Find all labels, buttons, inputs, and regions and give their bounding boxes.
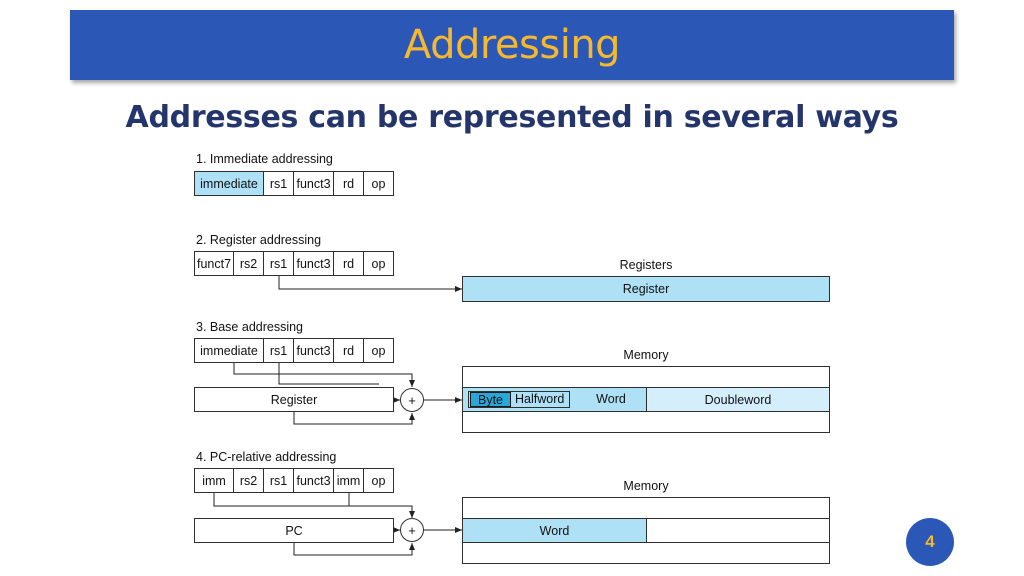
reg-field-op: op	[363, 251, 394, 276]
slide-title: Addressing	[403, 22, 621, 68]
pc-memory-empty-cell	[646, 518, 830, 543]
base-reg-loop	[293, 412, 415, 425]
pc-memory-word-cell: Word	[462, 518, 647, 543]
pc-relative-heading: 4. PC-relative addressing	[196, 450, 337, 464]
memory-word-label: Word	[596, 392, 626, 406]
reg-field-rs2: rs2	[233, 251, 264, 276]
pc-field-funct3: funct3	[293, 468, 334, 493]
page-number-badge: 4	[906, 518, 954, 566]
pc-loop	[293, 542, 415, 556]
memory-byte-cell: Byte	[470, 392, 511, 407]
base-register-box: Register	[194, 387, 394, 412]
pc-field-rs1: rs1	[263, 468, 294, 493]
imm-field-rs1: rs1	[263, 171, 294, 196]
base-adder: +	[400, 388, 424, 412]
registers-label: Registers	[619, 258, 673, 272]
pc-field-rs2: rs2	[233, 468, 264, 493]
memory-halfword-cell	[468, 391, 570, 408]
base-field-rs1: rs1	[263, 338, 294, 363]
pc-memory-label: Memory	[623, 479, 669, 493]
imm-field-rd: rd	[333, 171, 364, 196]
pc-imm1-wire	[213, 493, 415, 518]
immediate-heading: 1. Immediate addressing	[196, 152, 333, 166]
imm-field-immediate: immediate	[194, 171, 264, 196]
register-arrow	[278, 276, 462, 292]
memory-doubleword-cell: Doubleword	[646, 387, 830, 412]
base-field-funct3: funct3	[293, 338, 334, 363]
pc-field-imm-high: imm	[194, 468, 234, 493]
base-field-op: op	[363, 338, 394, 363]
imm-field-op: op	[363, 171, 394, 196]
pc-field-imm-low: imm	[333, 468, 364, 493]
base-imm-wire	[233, 363, 415, 387]
base-field-immediate: immediate	[194, 338, 264, 363]
memory-halfword-label: Halfword	[515, 392, 565, 406]
base-field-rd: rd	[333, 338, 364, 363]
base-heading: 3. Base addressing	[196, 320, 304, 334]
title-bar: Addressing	[70, 10, 954, 80]
slide-subtitle: Addresses can be represented in several …	[125, 100, 899, 135]
reg-field-rs1: rs1	[263, 251, 294, 276]
reg-field-funct3: funct3	[293, 251, 334, 276]
reg-field-funct7: funct7	[194, 251, 234, 276]
pc-field-op: op	[363, 468, 394, 493]
register-heading: 2. Register addressing	[196, 233, 322, 247]
imm-field-funct3: funct3	[293, 171, 334, 196]
base-reg-wire-in	[278, 363, 379, 385]
pc-box: PC	[194, 518, 394, 543]
register-target-box: Register	[462, 276, 830, 302]
base-memory-label: Memory	[623, 348, 669, 362]
reg-field-rd: rd	[333, 251, 364, 276]
pc-adder: +	[400, 518, 424, 542]
